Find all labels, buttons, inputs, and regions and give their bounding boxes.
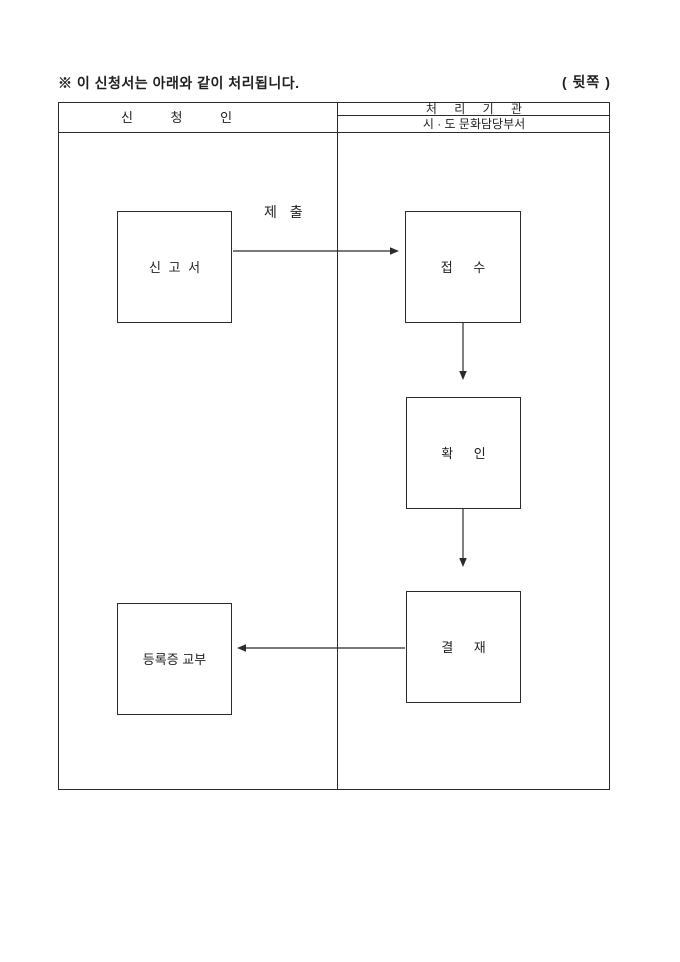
agency-column-header: 처 리 기 관 bbox=[425, 101, 523, 116]
flow-box-approval: 결 재 bbox=[406, 591, 521, 703]
flow-box-receipt: 접 수 bbox=[405, 211, 521, 323]
processing-note: ※ 이 신청서는 아래와 같이 처리됩니다. bbox=[58, 75, 300, 91]
agency-subheader: 시 · 도 문화담당부서 bbox=[422, 116, 526, 131]
back-side-label: ( 뒷쪽 ) bbox=[562, 74, 611, 90]
process-table-border bbox=[58, 102, 610, 790]
flow-box-confirmation: 확 인 bbox=[406, 397, 521, 509]
column-divider-line bbox=[337, 102, 338, 790]
flow-box-report-form: 신 고 서 bbox=[117, 211, 232, 323]
header-bottom-line bbox=[58, 132, 610, 133]
flow-box-certificate-issuance: 등록증 교부 bbox=[117, 603, 232, 715]
applicant-column-header: 신 청 인 bbox=[120, 109, 233, 125]
agency-header-divider-line bbox=[337, 115, 610, 116]
submit-arrow-label: 제 출 bbox=[264, 204, 303, 220]
